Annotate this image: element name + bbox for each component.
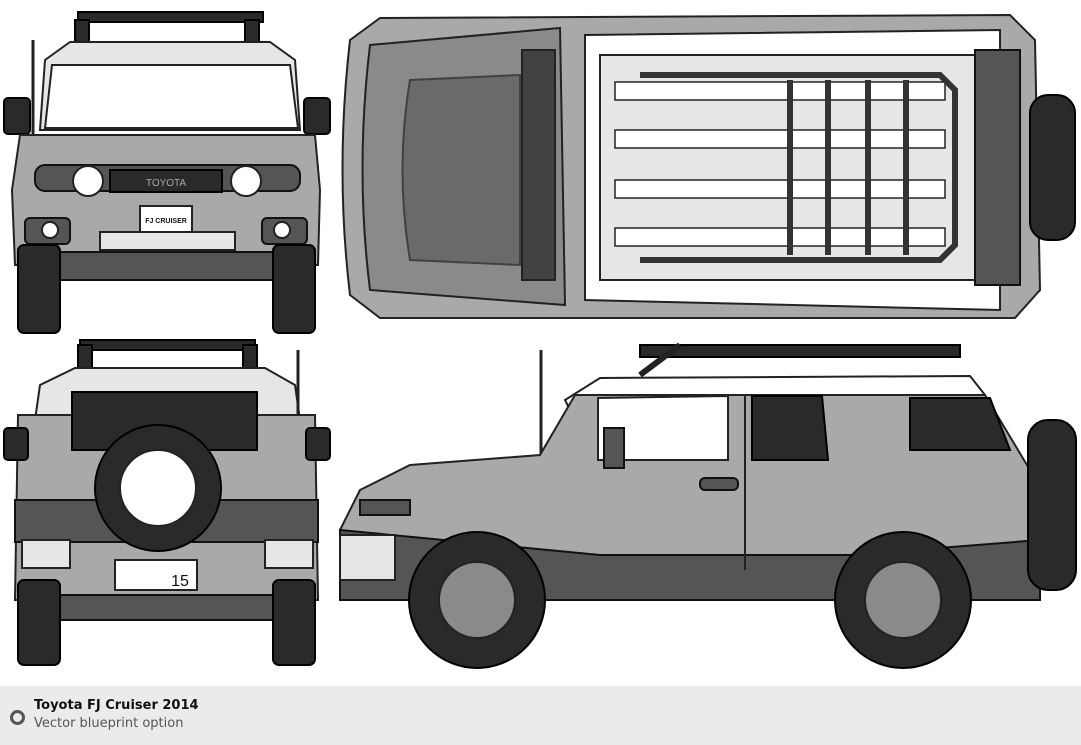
front-plate-badge: FJ CRUISER <box>145 218 187 225</box>
rear-plate: 15 <box>171 573 189 590</box>
radio-circle-icon[interactable] <box>10 710 25 725</box>
top-view <box>341 13 1076 319</box>
rear-view: 15 <box>3 339 331 666</box>
caption-subtitle: Vector blueprint option <box>34 716 184 731</box>
vehicle-blueprint: TOYOTA FJ CRUISER <box>3 11 1077 669</box>
caption-title: Toyota FJ Cruiser 2014 <box>34 698 199 713</box>
front-view: TOYOTA FJ CRUISER <box>3 11 331 334</box>
grille-badge: TOYOTA <box>146 178 187 189</box>
side-view <box>339 342 1077 669</box>
caption-bar <box>0 686 1081 745</box>
